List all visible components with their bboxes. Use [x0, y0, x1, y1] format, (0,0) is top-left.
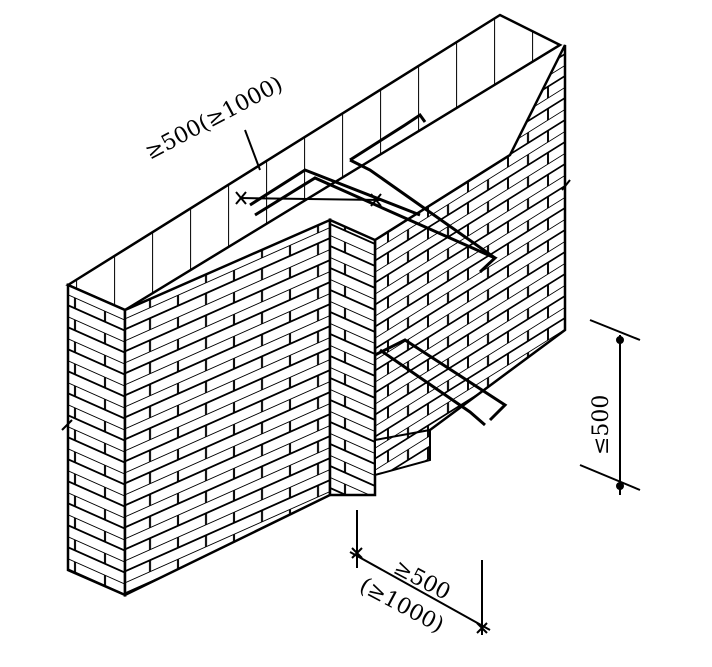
- break-mark: [61, 419, 73, 431]
- right-dimension: [579, 319, 641, 495]
- top-dimension: [235, 129, 382, 207]
- toothed-junction: [374, 428, 431, 477]
- bottom-dimension: [349, 510, 491, 635]
- right-dimension-label: ≤500: [589, 395, 614, 455]
- top-dimension-label: ≥500(≥1000): [141, 72, 287, 165]
- tie-bars-lower: [374, 338, 508, 427]
- wall-end-face: [66, 283, 127, 597]
- cross-wall-face: [328, 218, 377, 497]
- tie-bars-top: [249, 112, 498, 274]
- break-mark: [561, 179, 571, 191]
